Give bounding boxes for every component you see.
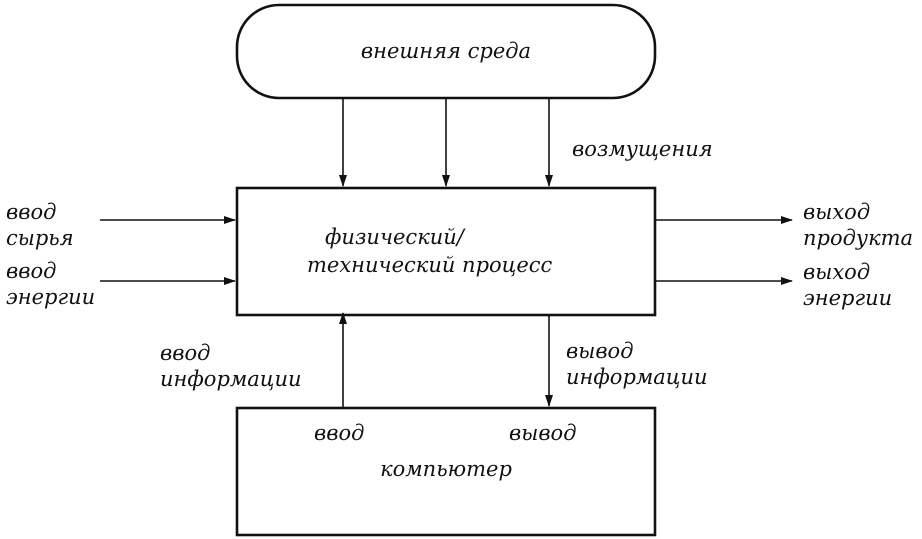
information-input-label-line2: информации	[160, 367, 302, 391]
input-raw-material-label-line1: ввод	[6, 200, 56, 224]
input-energy-label-line2: энергии	[6, 285, 95, 309]
process-label-line1: физический/	[325, 225, 466, 249]
disturbances-label: возмущения	[572, 137, 713, 161]
output-product-label-line1: выход	[803, 200, 870, 224]
output-product-label-line2: продукта	[803, 226, 913, 250]
input-energy-label-line1: ввод	[6, 259, 56, 283]
output-energy-label-line2: энергии	[803, 286, 892, 310]
input-raw-material-label-line2: сырья	[6, 226, 74, 250]
output-energy-label-line1: выход	[803, 260, 870, 284]
process-box	[235, 186, 657, 317]
process-label-line2: технический процесс	[307, 253, 553, 277]
information-output-label-line2: информации	[566, 365, 708, 389]
computer-input-port-label: ввод	[314, 421, 364, 445]
information-input-label-line1: ввод	[160, 341, 210, 365]
information-output-label-line1: вывод	[566, 339, 634, 363]
computer-output-port-label: вывод	[509, 421, 577, 445]
computer-label: компьютер	[380, 457, 512, 481]
computer-box	[235, 406, 657, 537]
environment-label: внешняя среда	[361, 39, 531, 63]
